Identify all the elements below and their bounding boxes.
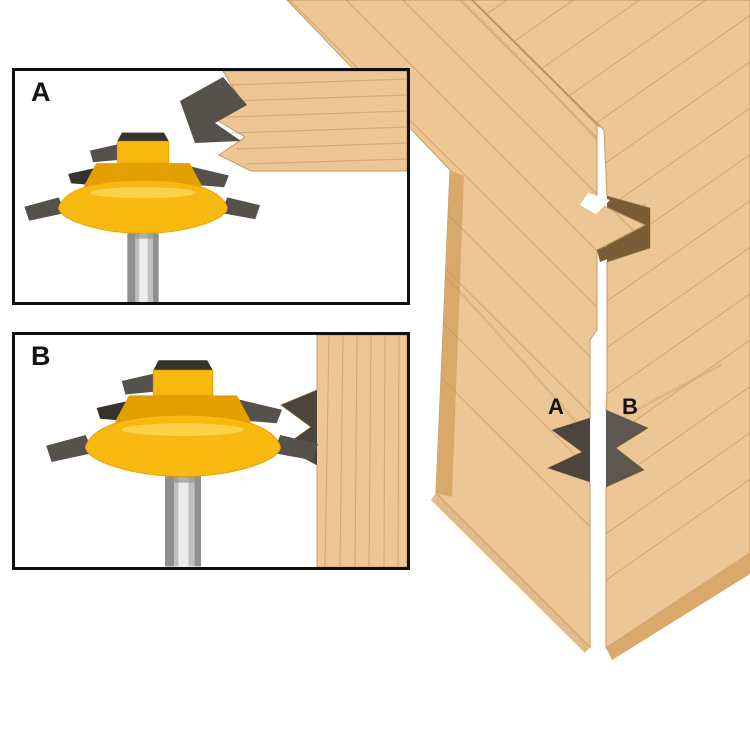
joint-notch-right: [606, 410, 648, 487]
inset-a-cut-shadow: [180, 77, 247, 143]
joint-label-b: B: [622, 394, 638, 419]
inset-a-wood-board: [214, 71, 407, 172]
inset-a-label: A: [31, 77, 51, 107]
joint-notch-left: [548, 418, 590, 482]
joint-assembled-seam: [471, 0, 645, 262]
inset-b-label: B: [31, 341, 51, 371]
inset-b-router-bit: [45, 359, 319, 567]
inset-box-b: B: [12, 332, 410, 570]
inset-b-wood-grain: [324, 335, 400, 567]
inset-a-illustration: [24, 71, 407, 302]
joint-tongue-shadow: [597, 232, 645, 262]
wood-board-left-endgrain: [436, 170, 464, 497]
wood-board-right-edge: [606, 553, 750, 660]
joint-label-a: A: [548, 394, 564, 419]
wood-board-left-edge: [431, 493, 590, 653]
inset-a-wood-grain: [226, 78, 407, 165]
inset-a-wood-face: [214, 71, 407, 172]
joint-seam-line: [471, 0, 601, 128]
joint-gap-glint: [580, 193, 610, 214]
inset-box-a: A: [12, 68, 410, 305]
inset-b-illustration: [45, 335, 407, 567]
